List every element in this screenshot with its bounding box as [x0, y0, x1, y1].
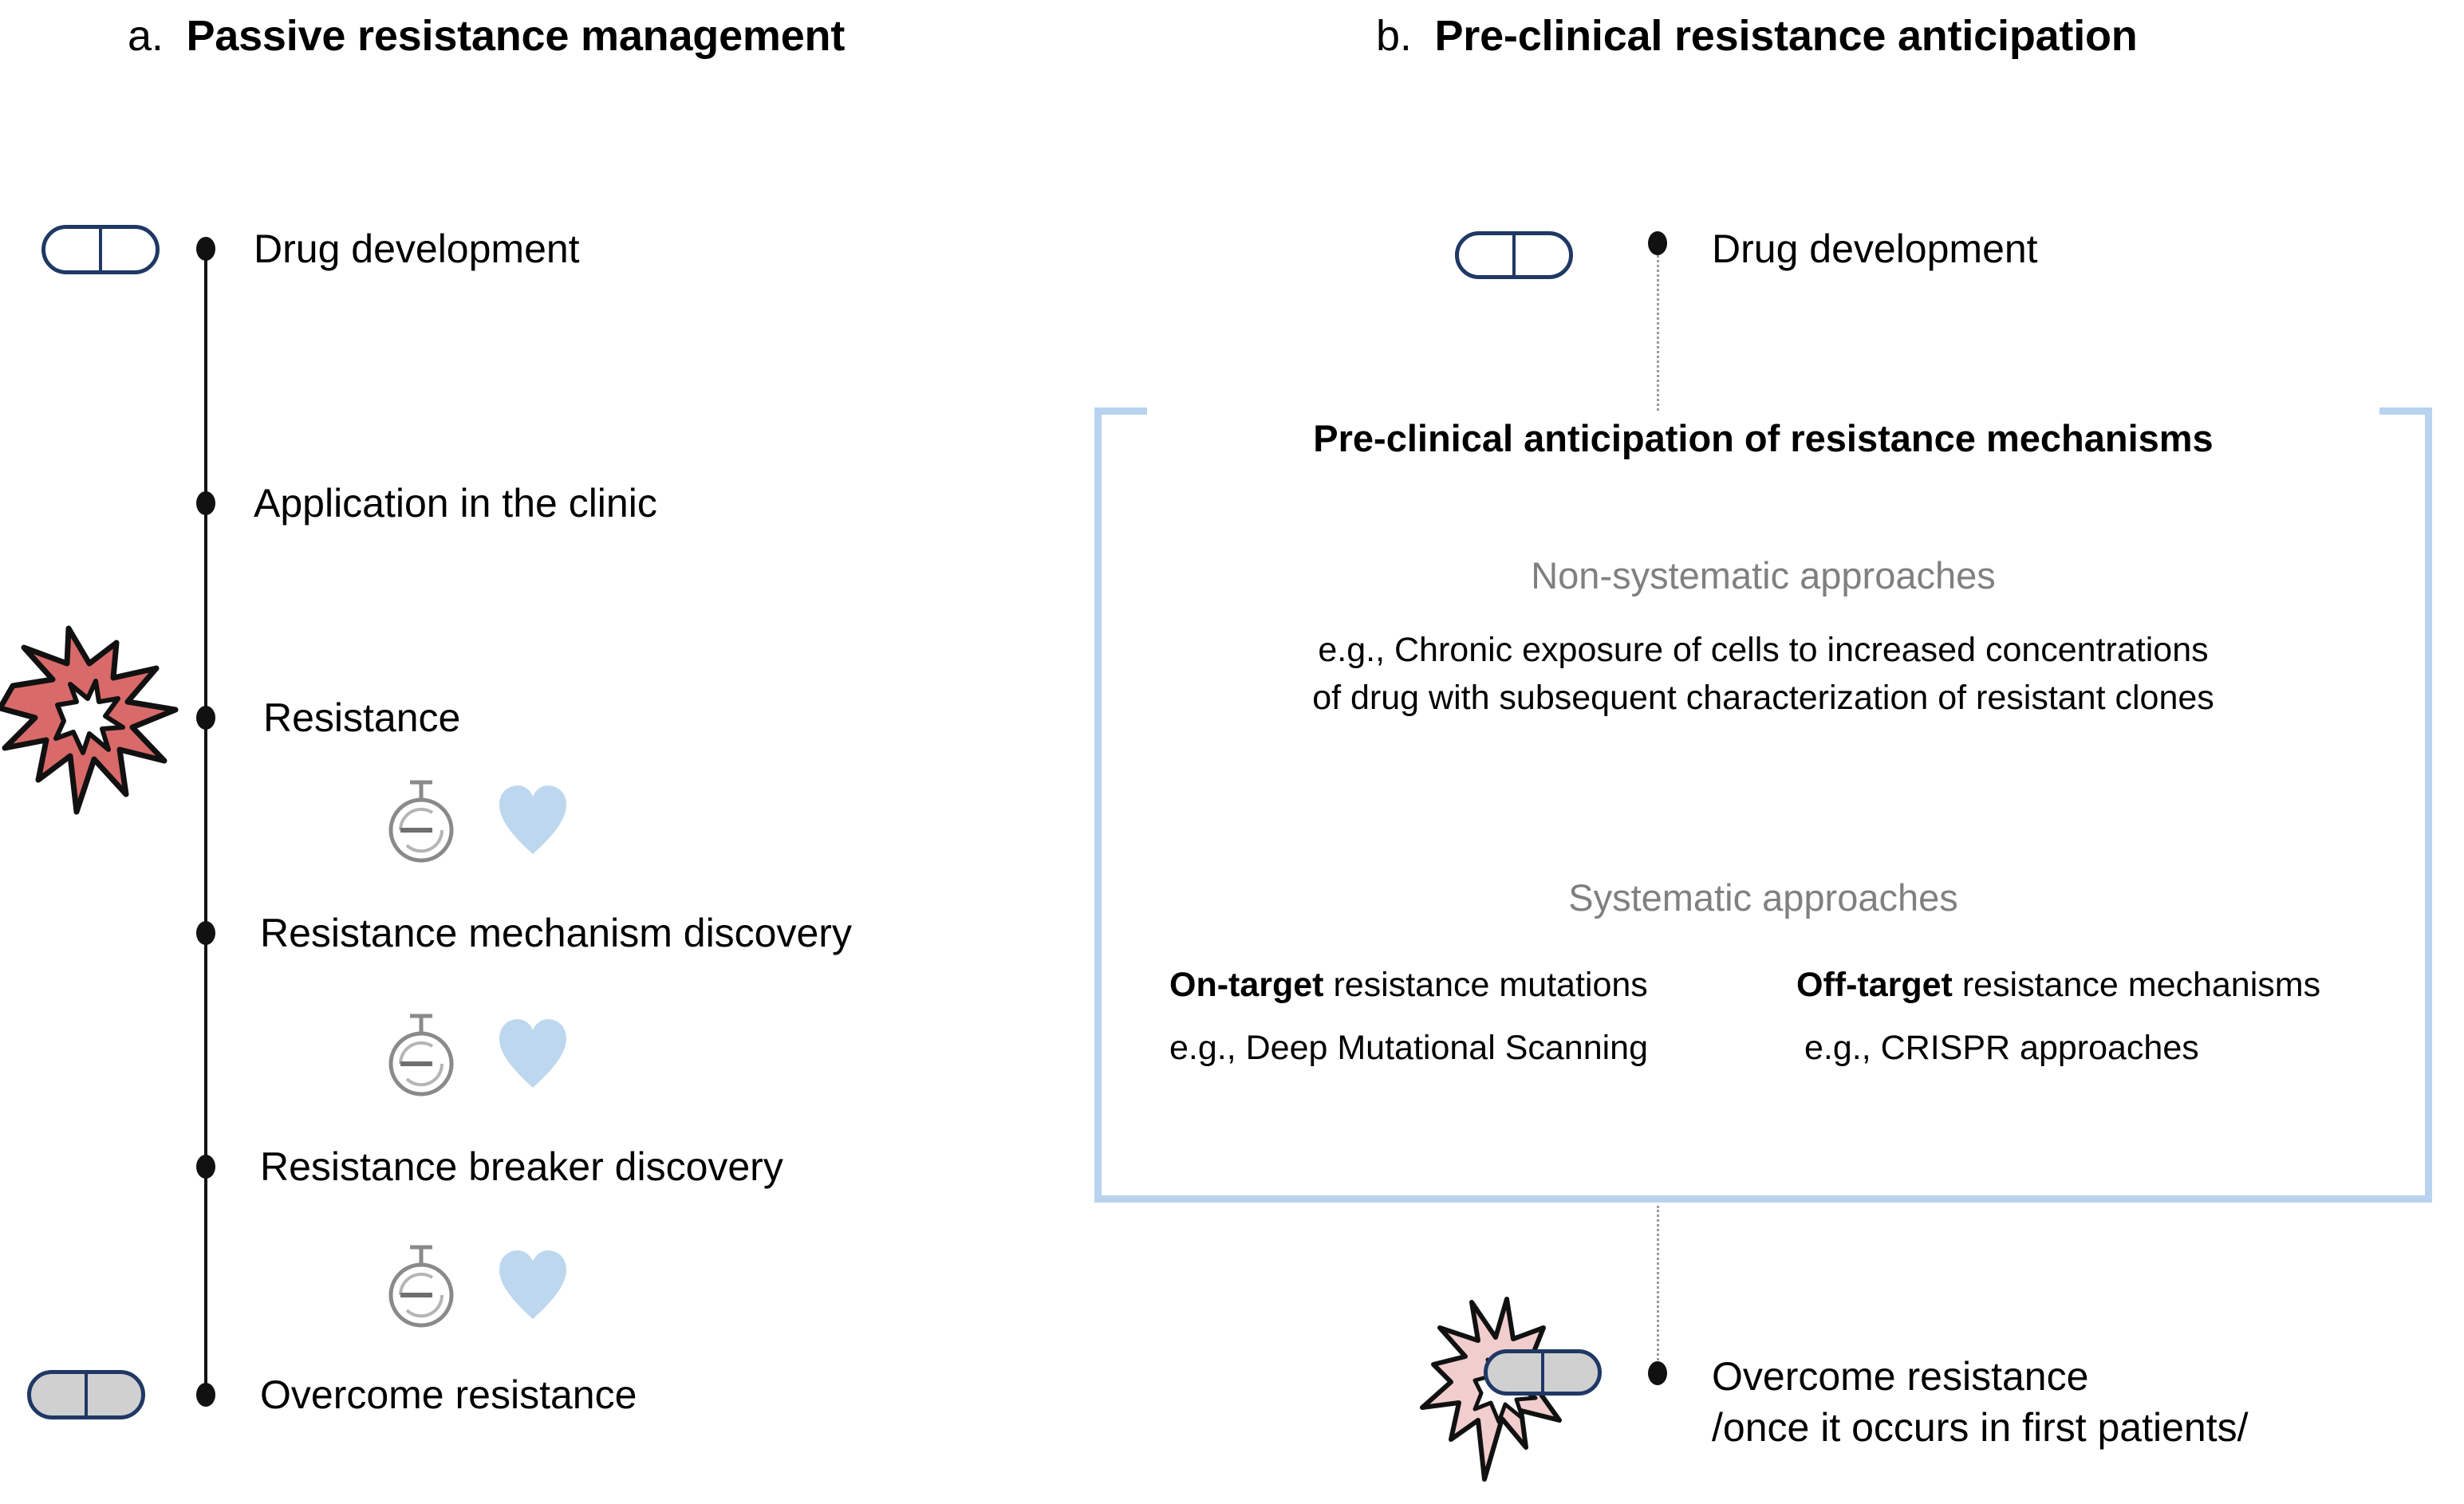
timeline-node: [196, 1383, 215, 1407]
timeline-axis: [204, 249, 207, 1397]
dotted-connector-top: [1657, 255, 1659, 411]
column-example-on-target: e.g., Deep Mutational Scanning: [1169, 1029, 1649, 1067]
pill-capsule-gray-icon: [1484, 1349, 1602, 1396]
outcome-line-2: /once it occurs in first patients/: [1712, 1405, 2249, 1450]
pill-divider: [1541, 1353, 1544, 1392]
pill-capsule-icon: [41, 225, 160, 274]
off-target-bold: Off-target: [1796, 966, 1953, 1004]
timeline-node: [196, 706, 215, 730]
panel-a-letter: a.: [128, 12, 164, 60]
timeline-node: [196, 1155, 215, 1179]
timeline-label-resistance: Resistance: [263, 695, 461, 740]
pill-divider: [1512, 235, 1516, 275]
on-target-rest: resistance mutations: [1323, 966, 1648, 1004]
timeline-node: [1648, 1361, 1667, 1385]
column-heading-off-target: Off-target resistance mechanisms: [1796, 966, 2320, 1005]
timeline-node: [196, 491, 215, 515]
stopwatch-icon: [383, 778, 459, 864]
heart-icon: [496, 784, 570, 857]
outcome-text-block: Overcome resistance /once it occurs in f…: [1712, 1351, 2249, 1453]
pill-divider: [85, 1374, 88, 1415]
bracket-stub-left: [1094, 407, 1147, 415]
heart-icon: [496, 1249, 570, 1322]
anticipation-bracket: [1094, 407, 2432, 1203]
pill-capsule-gray-icon: [27, 1370, 145, 1419]
column-example-off-target: e.g., CRISPR approaches: [1804, 1029, 2199, 1067]
section-heading-systematic: Systematic approaches: [1568, 876, 1958, 919]
timeline-node: [196, 237, 215, 261]
outcome-line-1: Overcome resistance: [1712, 1354, 2089, 1399]
timeline-label-resistance-mechanism-discovery: Resistance mechanism discovery: [260, 911, 852, 955]
delay-marker-group: [383, 778, 570, 864]
section-heading-non-systematic: Non-systematic approaches: [1531, 554, 1996, 596]
non-systematic-line-1: e.g., Chronic exposure of cells to incre…: [1318, 631, 2209, 669]
timeline-label-overcome-resistance: Overcome resistance: [260, 1372, 637, 1417]
pill-divider: [99, 229, 102, 270]
delay-marker-group: [383, 1011, 570, 1097]
box-heading: Pre-clinical anticipation of resistance …: [1313, 417, 2214, 459]
delay-marker-group: [383, 1242, 570, 1329]
non-systematic-line-2: of drug with subsequent characterization…: [1312, 679, 2214, 717]
stopwatch-icon: [383, 1011, 459, 1097]
on-target-bold: On-target: [1169, 966, 1324, 1004]
panel-b-letter: b.: [1376, 12, 1412, 60]
explosion-burst-red-icon: [0, 625, 179, 815]
timeline-node: [196, 921, 215, 945]
timeline-label-resistance-breaker-discovery: Resistance breaker discovery: [260, 1144, 783, 1189]
heart-icon: [496, 1018, 570, 1091]
timeline-node: [1648, 231, 1667, 255]
column-heading-on-target: On-target resistance mutations: [1169, 966, 1648, 1005]
off-target-rest: resistance mechanisms: [1952, 966, 2321, 1004]
pill-capsule-icon: [1455, 231, 1573, 279]
panel-b-title: b. Pre-clinical resistance anticipation: [1376, 11, 2138, 61]
dotted-connector-bottom: [1657, 1206, 1659, 1380]
panel-a-title-text: Passive resistance management: [186, 12, 846, 60]
timeline-label-application-in-clinic: Application in the clinic: [254, 481, 657, 526]
stopwatch-icon: [383, 1242, 459, 1329]
panel-b-title-text: Pre-clinical resistance anticipation: [1434, 12, 2138, 60]
panel-b-drug-development-label: Drug development: [1712, 226, 2038, 271]
bracket-stub-right: [2379, 407, 2432, 415]
panel-a-title: a. Passive resistance management: [128, 11, 845, 61]
timeline-label-drug-development: Drug development: [254, 226, 580, 271]
